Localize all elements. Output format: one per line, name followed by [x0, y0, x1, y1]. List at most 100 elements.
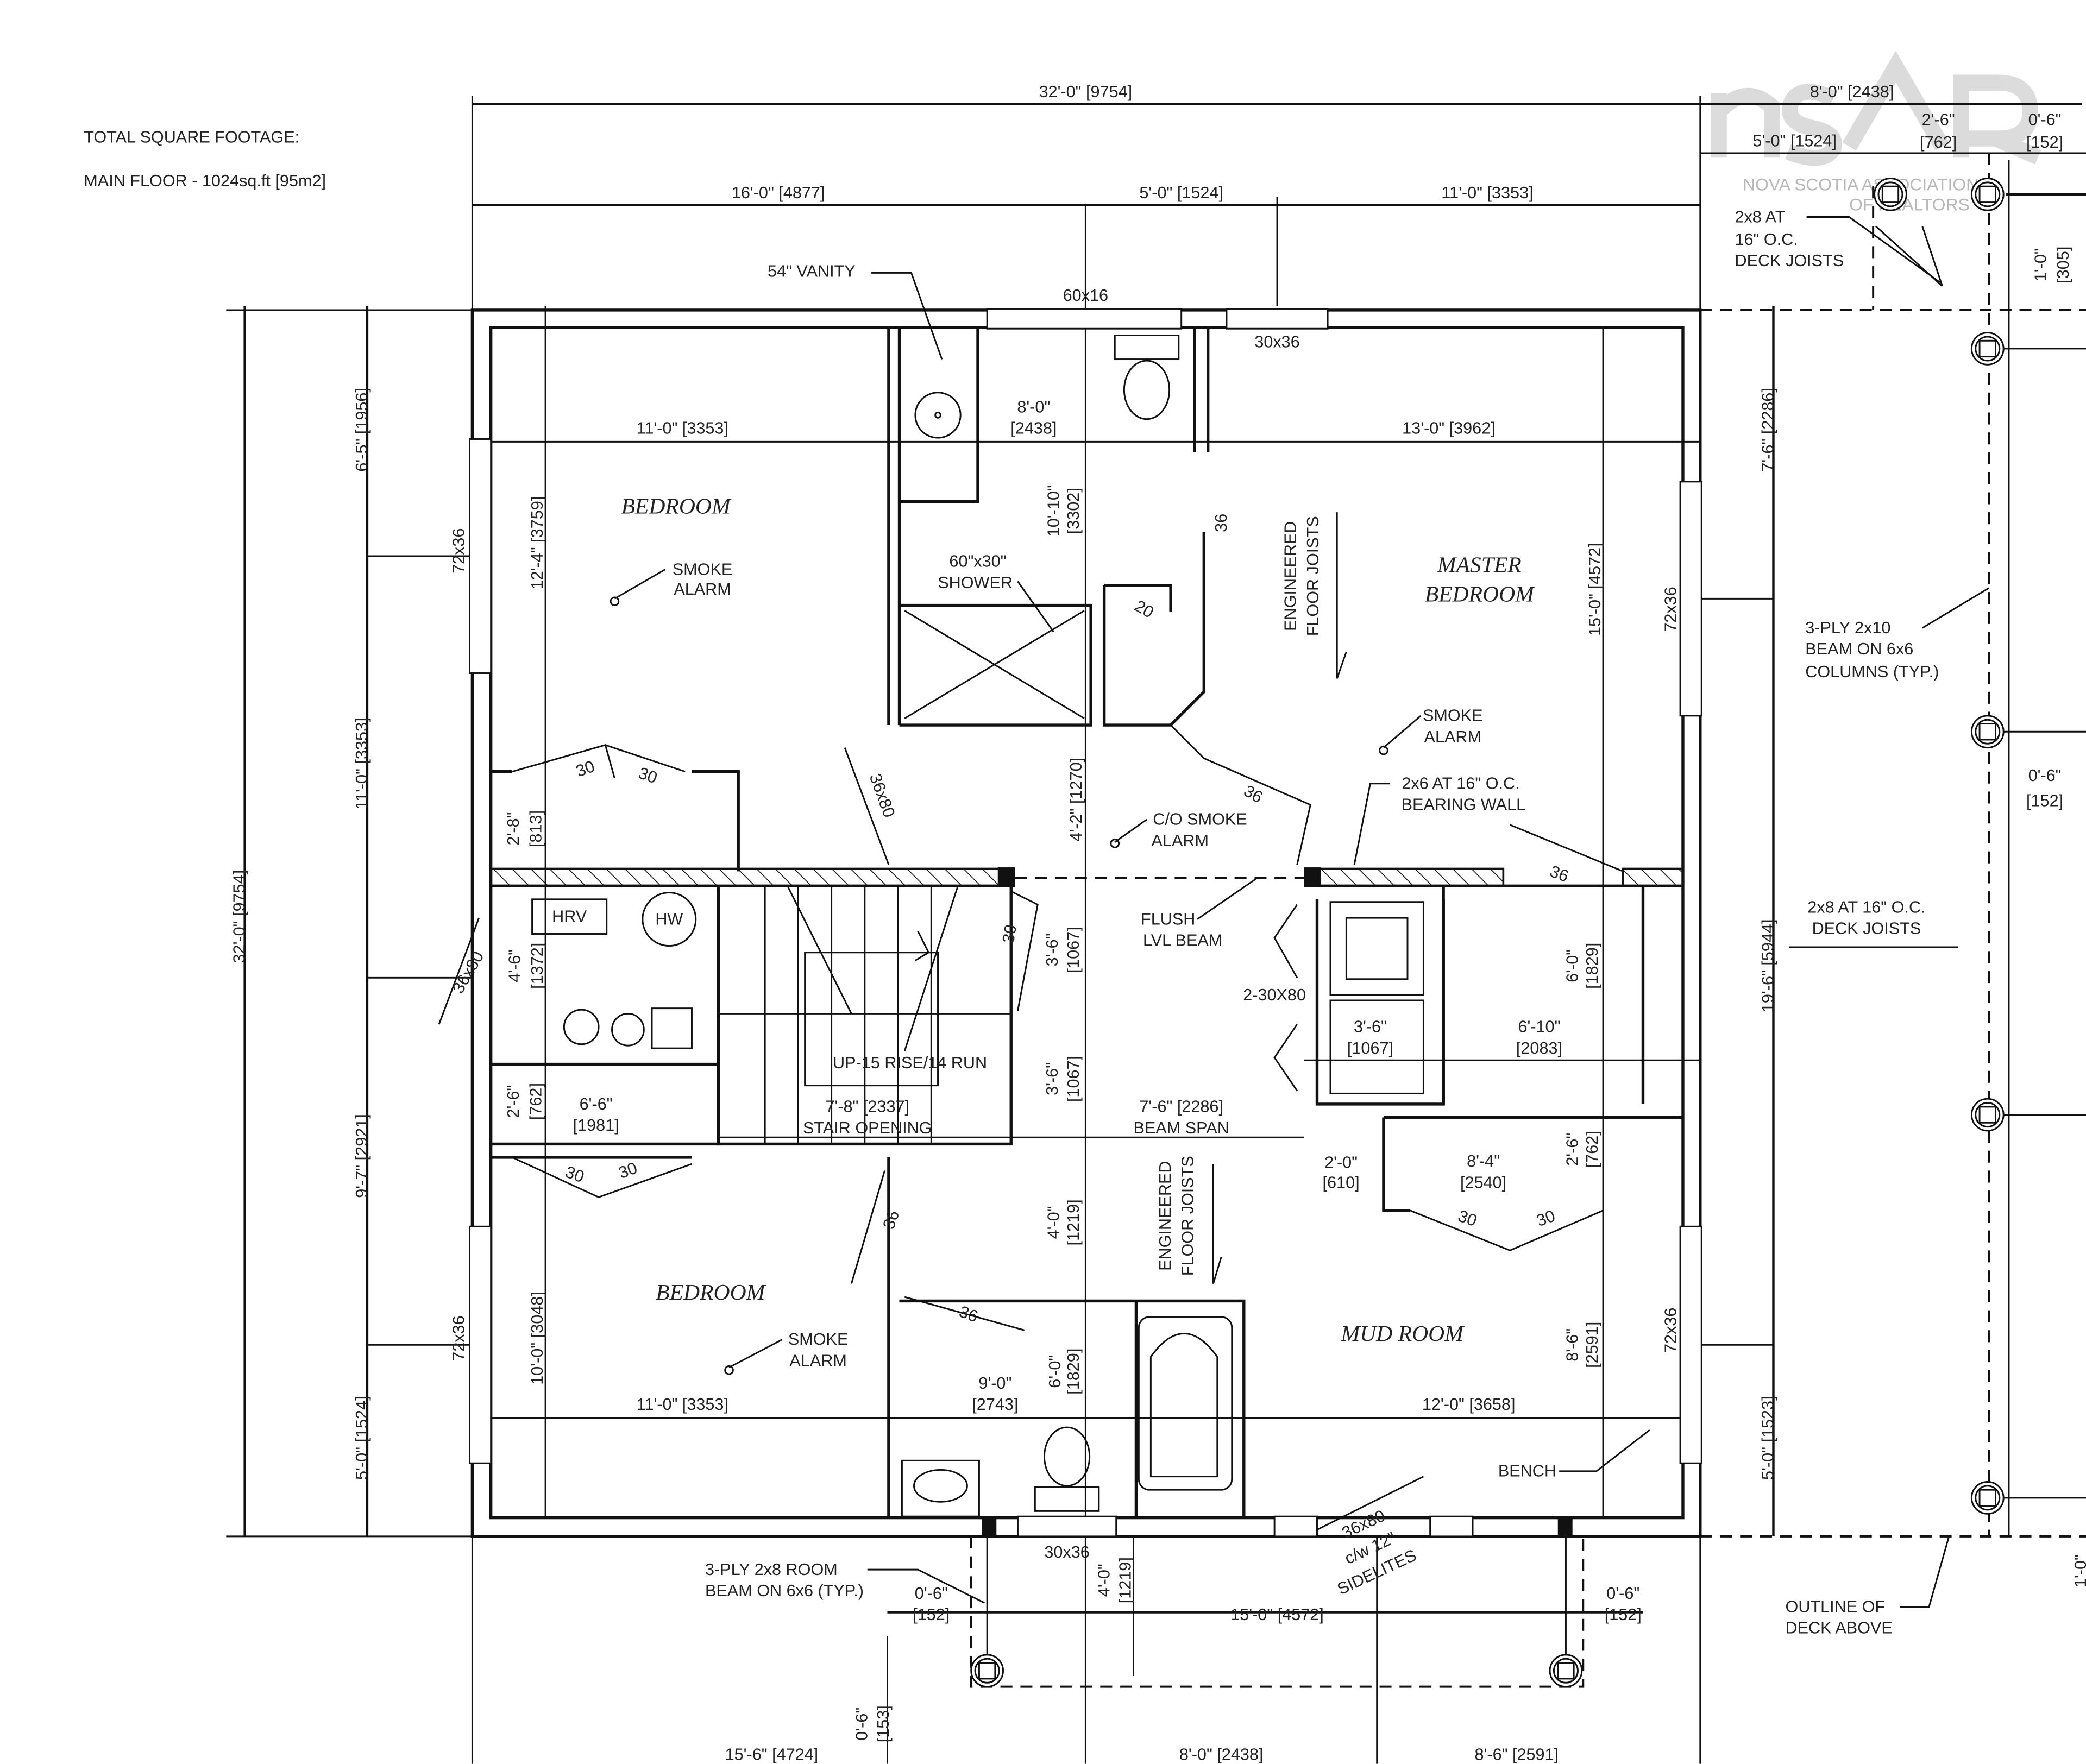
column-6x6-icon [1970, 1481, 2005, 1515]
dim-610-a-label: 6'-10" [1518, 1018, 1560, 1036]
dim-bot-b-label: 8'-0" [2438] [1179, 1745, 1264, 1763]
dim-26r-b-label: [762] [1583, 1131, 1601, 1168]
eng-joists-bot-b-label: FLOOR JOISTS [1179, 1156, 1197, 1276]
flush-a-label: FLUSH [1141, 910, 1195, 928]
hrv-unit [531, 898, 608, 935]
dim-b06v-b-label: [153] [874, 1705, 893, 1742]
win-30x36-top-label: 30x36 [1254, 333, 1299, 351]
beam-3ply-c-label: COLUMNS (TYP.) [1805, 663, 1939, 681]
dim-left-5-label: 5'-0" [1524] [353, 1396, 371, 1480]
deck-columns [970, 178, 2005, 1688]
dim-b40-b-label: [1219] [1116, 1557, 1135, 1603]
dim-b06l-b-label: [152] [913, 1605, 950, 1624]
main-floor-label: MAIN FLOOR - 1024sq.ft [95m2] [84, 172, 326, 190]
bearing-a-label: 2x6 AT 16" O.C. [1402, 774, 1519, 793]
dim-1010-b-label: [3302] [1064, 488, 1083, 534]
room-beam-b-label: BEAM ON 6x6 (TYP.) [705, 1582, 864, 1600]
column-6x6-icon [1970, 178, 2005, 211]
bedroom-sw-label: BEDROOM [656, 1280, 766, 1305]
dim-deck-06a-label: 0'-6" [2028, 111, 2062, 129]
dim-66-a-label: 6'-6" [580, 1095, 613, 1113]
water-heater [642, 892, 697, 947]
column-6x6-icon [1970, 332, 2005, 366]
doors [438, 724, 1624, 1530]
dim-13-label: 13'-0" [3962] [1402, 419, 1496, 438]
master-1-label: MASTER [1437, 552, 1522, 577]
dim-deck-8-label: 8'-0" [2438] [1810, 83, 1894, 101]
door-36x80-hall-label: 36x80 [866, 771, 899, 820]
joist-arrows [1212, 225, 1943, 1284]
dim-b40-a-label: 4'-0" [1095, 1564, 1113, 1597]
dim-bot-c-label: 8'-6" [2591] [1475, 1745, 1559, 1763]
dim-84-a-label: 8'-4" [1467, 1152, 1500, 1170]
beam-3ply-b-label: BEAM ON 6x6 [1805, 640, 1913, 658]
dim-86-b-label: [2591] [1583, 1322, 1601, 1368]
dim-124-label: 12'-4" [3759] [528, 496, 546, 590]
watermark-line1: NOVA SCOTIA ASSOCIATION [1743, 175, 1978, 194]
win-30x36-bot-label: 30x36 [1044, 1543, 1089, 1561]
dim-90-b-label: [2743] [972, 1395, 1018, 1414]
dim-60b-b-label: [1829] [1064, 1349, 1083, 1395]
eng-joists-top-b-label: FLOOR JOISTS [1304, 516, 1322, 636]
dim-left-11-label: 11'-0" [3353] [353, 717, 371, 809]
dim-26l-a-label: 2'-6" [504, 1085, 523, 1118]
dim-15-label: 15'-0" [4572] [1586, 543, 1604, 636]
dim-60b-a-label: 6'-0" [1046, 1355, 1064, 1388]
hrv-label: HRV [552, 907, 587, 925]
plumbing-fixtures [901, 334, 1424, 1517]
dim-b06r-b-label: [152] [1605, 1605, 1642, 1624]
smoke2-b-label: ALARM [1424, 728, 1481, 746]
shower-b-label: SHOWER [938, 574, 1013, 592]
door-36x80-side-label: 36x80 [449, 948, 487, 997]
dim-left-65-label: 6'-5" [1956] [353, 388, 371, 472]
deck-joists-1-label: 2x8 AT [1735, 207, 1785, 226]
labels: TOTAL SQUARE FOOTAGE: MAIN FLOOR - 1024sq… [84, 83, 2086, 1763]
dim-12-label: 12'-0" [3658] [1422, 1395, 1516, 1414]
dim-8-b-label: [2438] [1010, 419, 1057, 438]
dim-610-b-label: [2083] [1516, 1039, 1562, 1057]
dim-8-a-label: 8'-0" [1017, 398, 1050, 417]
smoke1-b-label: ALARM [674, 580, 731, 598]
stairs [718, 885, 1011, 1144]
door-36-sw-label: 36 [879, 1208, 903, 1232]
dim-60r-b-label: [1829] [1583, 943, 1601, 989]
dim-deck-26a-label: 2'-6" [1922, 111, 1955, 129]
dim-b06l-a-label: 0'-6" [915, 1584, 948, 1603]
total-sqft-title-label: TOTAL SQUARE FOOTAGE: [84, 128, 299, 146]
dim-36c-b-label: [1067] [1347, 1039, 1393, 1057]
stairs-label: UP-15 RISE/14 RUN [833, 1054, 987, 1072]
door-36-bath-label: 36 [957, 1302, 981, 1326]
door-36-mb-label: 36 [1547, 862, 1571, 886]
dim-76-b-label: BEAM SPAN [1134, 1119, 1229, 1137]
door-30-b-label: 30 [636, 764, 660, 788]
door-30-e-label: 30 [1455, 1207, 1479, 1231]
dim-b15-label: 15'-0" [4572] [1230, 1605, 1324, 1624]
dim-28-b-label: [813] [527, 810, 545, 847]
dim-86-a-label: 8'-6" [1563, 1328, 1581, 1362]
door-36-master-label: 36 [1241, 782, 1266, 807]
dim-b06r-a-label: 0'-6" [1606, 1584, 1639, 1603]
deck-joists-3-label: DECK JOISTS [1735, 251, 1844, 270]
beam-3ply-a-label: 3-PLY 2x10 [1805, 619, 1890, 637]
dim-78-a-label: 7'-8" [2337] [825, 1098, 909, 1116]
dim-36b-b-label: [1067] [1064, 1056, 1083, 1102]
flush-b-label: LVL BEAM [1143, 931, 1222, 950]
dim-40-b-label: [1219] [1064, 1199, 1083, 1245]
win-72x36-se-label: 72x36 [1662, 1308, 1680, 1353]
dim-76-right-label: 7'-6" [2286] [1758, 388, 1777, 472]
bearing-wall [489, 867, 1684, 887]
beam-posts [982, 1517, 1573, 1536]
door-30-d-label: 30 [616, 1158, 640, 1182]
bedroom-nw-label: BEDROOM [621, 494, 732, 519]
column-6x6-icon [1549, 1654, 1583, 1688]
outline-a-label: OUTLINE OF [1786, 1597, 1886, 1616]
vanity-label: 54" VANITY [768, 262, 856, 281]
nsar-logo-icon [1711, 51, 2041, 166]
shower-a-label: 60"x30" [949, 552, 1006, 571]
windows [469, 308, 1702, 1538]
dim-36a-a-label: 3'-6" [1043, 933, 1061, 966]
dim-left-97-label: 9'-7" [2921] [353, 1114, 371, 1198]
column-6x6-icon [970, 1654, 1004, 1688]
dim-r06-b-label: [152] [2026, 791, 2063, 810]
